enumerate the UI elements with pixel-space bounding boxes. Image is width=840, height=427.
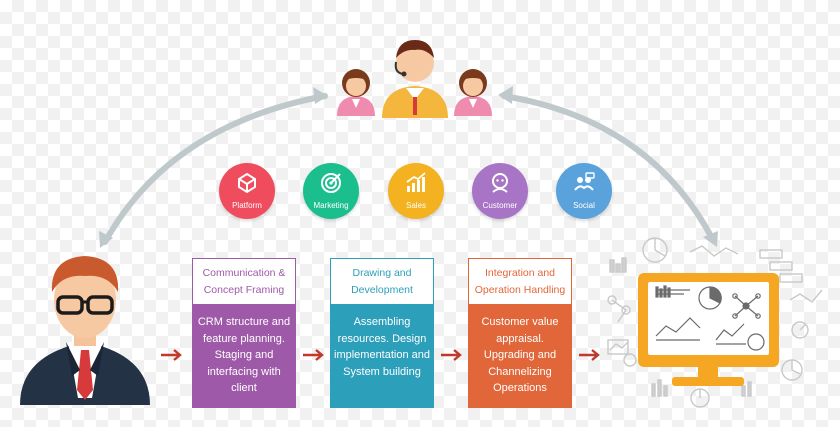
customer-icon [492,173,508,193]
category-label: Marketing [313,201,349,210]
step-drawing: Drawing and Development Assembling resou… [330,258,434,408]
category-customer: Customer [472,163,528,219]
flow-arrow-2 [303,349,324,361]
step-description: Customer value appraisal. Upgrading and … [468,304,572,408]
female-agent-right [454,69,492,116]
step-title: Communication & Concept Framing [192,258,296,304]
step-title: Integration and Operation Handling [468,258,572,304]
step-integration: Integration and Operation Handling Custo… [468,258,572,408]
step-title: Drawing and Development [330,258,434,304]
category-social: Social [556,163,612,219]
category-label: Sales [405,201,426,210]
platform-icon [238,172,256,194]
flow-arrow-1 [161,349,182,361]
category-marketing: Marketing [303,163,359,219]
step-description: Assembling resources. Design implementat… [330,304,434,408]
social-icon [574,172,595,191]
category-label: Platform [232,201,262,210]
flow-arrow-4 [579,349,600,361]
chart-icon [406,172,426,192]
step-description: CRM structure and feature planning. Stag… [192,304,296,408]
flow-arrow-3 [441,349,462,361]
female-agent-left [337,69,375,116]
step-communication: Communication & Concept Framing CRM stru… [192,258,296,408]
male-agent-center [382,40,448,118]
target-icon [321,173,341,193]
category-label: Customer [482,201,518,210]
category-sales: Sales [388,163,444,219]
category-label: Social [573,201,595,210]
category-platform: Platform [219,163,275,219]
